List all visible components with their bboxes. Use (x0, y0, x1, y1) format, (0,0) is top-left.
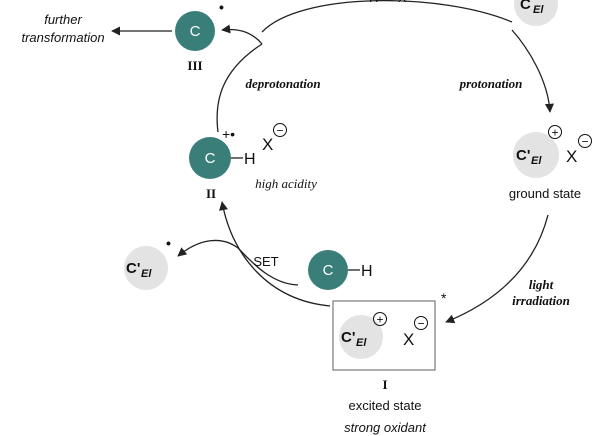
catalyst-subscript-top-right: El (533, 4, 544, 16)
anion-x-ground: X (566, 147, 577, 166)
light-label-line2: irradiation (512, 293, 570, 308)
further-transformation-line2: transformation (21, 30, 104, 45)
radical-c-label: C (190, 23, 201, 40)
radical-cation-circle-II (189, 137, 231, 179)
deprotonation-label: deprotonation (245, 76, 320, 91)
anion-x-II: X (262, 135, 273, 154)
excited-state-label: excited state (349, 398, 422, 413)
set-label: SET (253, 254, 278, 269)
plus-charge-ring-excited (373, 312, 387, 326)
minus-charge-II: − (276, 124, 283, 138)
excited-state-box (332, 300, 436, 371)
protonation-arrow (511, 29, 555, 113)
minus-charge-ring-ground (578, 134, 592, 148)
anion-x-excited: X (403, 330, 414, 349)
minus-charge-ring-II (273, 123, 287, 137)
catalyst-radical-dot: • (166, 235, 171, 251)
minus-charge-excited: − (417, 317, 424, 331)
ground-state-label: ground state (509, 186, 581, 201)
further-transformation-line1: further (44, 12, 82, 27)
numeral-I: I (382, 377, 387, 392)
light-label-line1: light (529, 277, 554, 292)
catalyst-label-excited: C' (341, 329, 355, 346)
radical-dot-III: • (219, 0, 224, 15)
excited-star: * (441, 290, 447, 306)
catalyst-circle-ground-state (513, 132, 559, 178)
cycle-arc-top (261, 0, 513, 33)
numeral-III: III (187, 58, 202, 73)
cycle-arc-bottom-left (219, 201, 331, 307)
plus-charge-ground: + (551, 126, 558, 140)
protonation-label: protonation (459, 76, 523, 91)
substrate-c-label: C (323, 262, 334, 279)
substrate-circle (308, 250, 348, 290)
to-radical-arrow (221, 24, 263, 45)
minus-charge-ring-excited (414, 316, 428, 330)
catalyst-radical-subscript: El (141, 268, 152, 280)
substrate-hydrogen: H (361, 263, 373, 280)
radical-circle-III (175, 11, 215, 51)
plus-charge-ring-ground (548, 125, 562, 139)
catalyst-radical-label: C' (126, 260, 140, 277)
plus-charge-excited: + (376, 313, 383, 327)
radical-cation-sign: +• (222, 126, 235, 142)
catalyst-circle-top-right (514, 0, 558, 26)
catalyst-label-top-right: C (520, 0, 531, 13)
catalyst-circle-excited (339, 315, 383, 359)
catalyst-radical-circle (124, 246, 168, 290)
catalyst-subscript-excited: El (356, 337, 367, 349)
hydrogen-II: H (244, 151, 256, 168)
numeral-II: II (206, 186, 216, 201)
minus-charge-ground: − (581, 135, 588, 149)
catalyst-subscript-ground: El (531, 155, 542, 167)
set-electron-arrow (177, 239, 299, 286)
high-acidity-label: high acidity (255, 176, 317, 191)
radical-cation-c-label: C (205, 150, 216, 167)
catalyst-label-ground: C' (516, 147, 530, 164)
top-partial-h: H (369, 0, 378, 5)
deprotonation-arc (216, 43, 263, 133)
top-partial-x: X (398, 0, 407, 5)
light-irradiation-arrow (445, 214, 549, 324)
strong-oxidant-label: strong oxidant (344, 420, 427, 435)
